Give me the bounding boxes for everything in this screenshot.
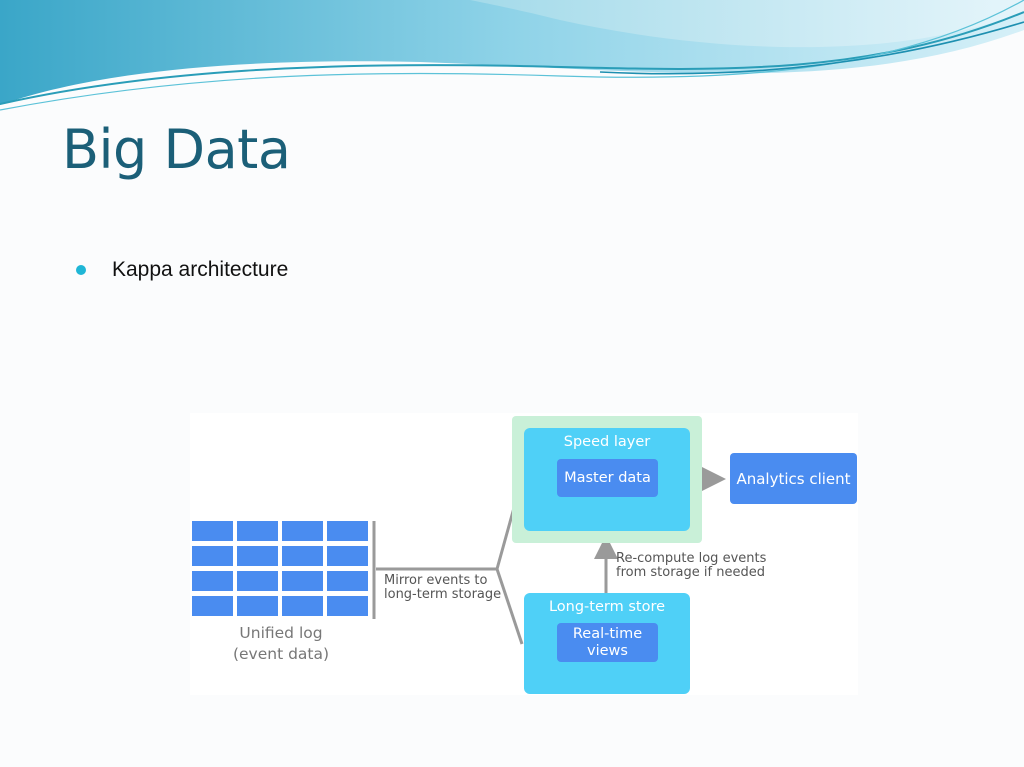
real-time-views-line1: Real-time <box>572 625 643 642</box>
recompute-label-line2: from storage if needed <box>616 565 765 580</box>
recompute-label-line1: Re-compute log events <box>616 551 767 566</box>
log-cell <box>282 546 323 566</box>
log-cell <box>327 571 368 591</box>
master-data-box: Master data <box>557 459 658 497</box>
log-cell <box>327 596 368 616</box>
real-time-views-line2: views <box>587 642 628 659</box>
log-cell <box>192 571 233 591</box>
analytics-client-box: Analytics client <box>730 453 857 504</box>
log-cell <box>282 521 323 541</box>
log-cell <box>237 596 278 616</box>
unified-log-subtitle: (event data) <box>232 645 330 663</box>
unified-log-title: Unified log <box>239 624 323 642</box>
log-cell <box>282 571 323 591</box>
log-cell <box>192 546 233 566</box>
bullet-text: Kappa architecture <box>112 258 289 281</box>
mirror-label-line1: Mirror events to <box>384 573 488 588</box>
unified-log-label: Unified log (event data) <box>190 623 372 665</box>
log-cell <box>237 546 278 566</box>
log-cell <box>192 521 233 541</box>
unified-log-grid <box>192 521 372 618</box>
mirror-events-label: Mirror events to long-term storage <box>384 574 501 602</box>
speed-layer-title: Speed layer <box>563 434 651 450</box>
long-term-store-box: Long-term store Real-time views <box>524 593 690 694</box>
bullet-item: Kappa architecture <box>76 258 288 282</box>
speed-layer-box: Speed layer Master data <box>524 428 690 531</box>
bullet-dot-icon <box>76 265 86 275</box>
log-cell <box>192 596 233 616</box>
recompute-label: Re-compute log events from storage if ne… <box>616 552 766 580</box>
log-cell <box>237 521 278 541</box>
log-cell <box>282 596 323 616</box>
header-wave-decoration <box>0 0 1024 111</box>
kappa-architecture-diagram: Unified log (event data) Mirror events t… <box>190 413 858 695</box>
log-cell <box>327 521 368 541</box>
slide-title: Big Data <box>62 118 291 181</box>
log-cell <box>237 571 278 591</box>
mirror-label-line2: long-term storage <box>384 587 502 602</box>
real-time-views-box: Real-time views <box>557 623 658 662</box>
long-term-store-title: Long-term store <box>548 599 666 615</box>
log-cell <box>327 546 368 566</box>
fork-to-long-term-store <box>495 568 524 645</box>
